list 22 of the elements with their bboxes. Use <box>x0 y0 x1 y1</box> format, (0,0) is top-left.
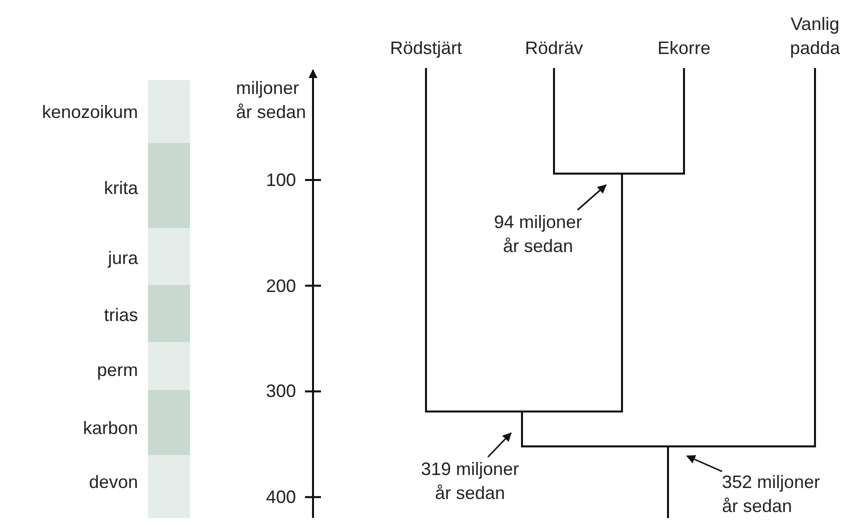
period-label: kenozoikum <box>42 101 138 124</box>
species-label: Rödräv <box>524 37 584 60</box>
period-label: krita <box>104 177 138 200</box>
leader-arrow <box>577 184 607 211</box>
species-label: Ekorre <box>656 37 712 60</box>
species-label: Vanlig padda <box>788 13 842 60</box>
period-label: devon <box>88 471 138 494</box>
axis-title: miljoner år sedan <box>236 77 308 124</box>
divergence-note: 319 miljoner år sedan <box>420 458 520 505</box>
leader-arrow <box>487 432 512 458</box>
period-label: karbon <box>82 417 138 440</box>
period-label: perm <box>96 359 138 382</box>
period-label: jura <box>108 247 138 270</box>
tick-label: 300 <box>266 380 296 404</box>
tick-label: 100 <box>266 169 296 192</box>
tick-label: 200 <box>266 274 296 298</box>
divergence-note: 352 miljoner år sedan <box>722 471 822 518</box>
species-label: Rödstjärt <box>388 37 464 60</box>
divergence-note: 94 miljoner år sedan <box>492 211 584 258</box>
period-label: trias <box>104 304 138 327</box>
leader-arrow <box>686 455 722 472</box>
tick-label: 400 <box>266 486 296 510</box>
